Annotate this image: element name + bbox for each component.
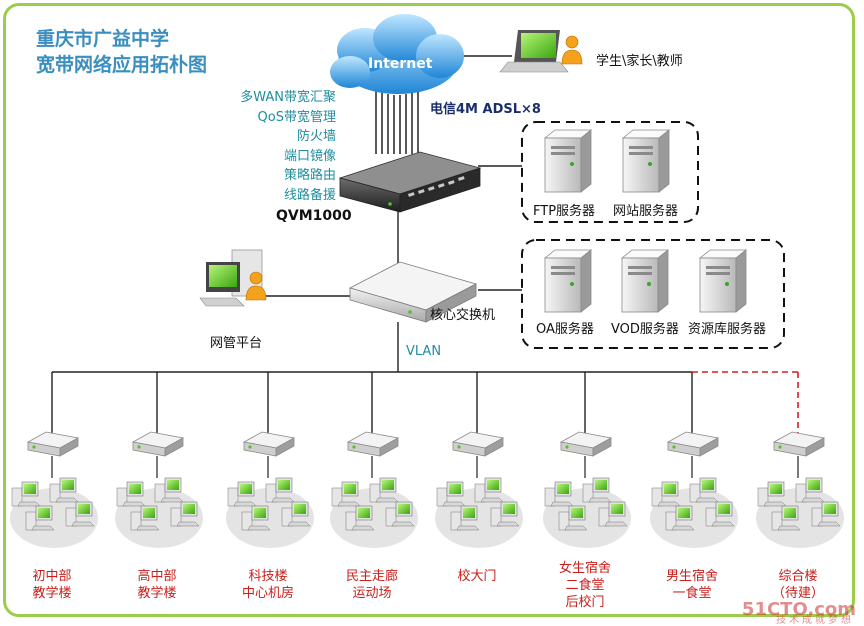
building-label-line: 中心机房 [241, 586, 294, 601]
access-switch-icon [27, 431, 79, 457]
pc-icon [11, 481, 41, 507]
building-cluster [435, 431, 523, 548]
pc-icon [689, 477, 719, 503]
pc-icon [474, 477, 504, 503]
watermark-slogan: 技术成就梦想 [776, 615, 854, 626]
building-label: 高中部教学楼 [112, 568, 202, 602]
admin-platform-label: 网管平台 [210, 336, 263, 351]
pc-icon [227, 481, 257, 507]
pc-icon [154, 477, 184, 503]
resource-server-label: 资源库服务器 [688, 322, 767, 337]
building-label: 女生宿舍二食堂后校门 [540, 560, 630, 611]
gateway-feature: 防火墙 [296, 129, 336, 144]
building-label: 综合楼 （待建） [753, 568, 843, 602]
gateway-name: QVM1000 [276, 208, 352, 224]
pc-icon [331, 481, 361, 507]
access-switch-icon [560, 431, 612, 457]
gateway-device-icon [338, 151, 482, 213]
building-label-line: 科技楼 [248, 569, 288, 584]
pc-icon [582, 477, 612, 503]
pc-icon [757, 481, 787, 507]
building-label-line: 男生宿舍 [665, 569, 718, 584]
building-label-line: 教学楼 [32, 586, 72, 601]
access-switch-icon [773, 431, 825, 457]
gateway-feature: 端口镜像 [283, 148, 336, 164]
building-label: 初中部教学楼 [7, 568, 97, 602]
building-cluster [115, 431, 203, 548]
diagram-frame [3, 3, 855, 617]
building-cluster [330, 431, 418, 548]
building-clusters [10, 431, 844, 548]
watermark-logo: 51CTO.com [741, 599, 856, 620]
building-label: 科技楼中心机房 [223, 568, 313, 602]
remote-user-icon [499, 30, 583, 73]
building-label-line: 后校门 [565, 595, 605, 610]
resource-server-icon [699, 249, 747, 313]
pc-icon [795, 477, 825, 503]
building-label-line: 一食堂 [672, 586, 712, 601]
building-label-line: 二食堂 [565, 578, 605, 593]
web-server-icon [622, 129, 670, 193]
core-switch-label: 核心交换机 [430, 308, 496, 323]
gateway-feature: QoS带宽管理 [257, 109, 336, 125]
users-label: 学生\家长\教师 [596, 54, 683, 69]
pc-icon [544, 481, 574, 507]
server-group-top [521, 121, 699, 223]
oa-server-icon [544, 249, 592, 313]
access-switch-icon [667, 431, 719, 457]
building-cluster [756, 431, 844, 548]
building-label: 男生宿舍一食堂 [647, 568, 737, 602]
ftp-server-icon [544, 129, 592, 193]
adsl-lines [375, 90, 419, 154]
building-cluster [650, 431, 738, 548]
internet-label: Internet [368, 56, 433, 72]
diagram-title-line1: 重庆市广益中学 [36, 28, 170, 50]
building-label: 民主走廊运动场 [327, 568, 417, 602]
building-label-line: 高中部 [137, 569, 177, 584]
internet-cloud-icon [330, 14, 464, 94]
ftp-server-label: FTP服务器 [533, 204, 596, 219]
pc-icon [265, 477, 295, 503]
building-label-line: （待建） [771, 586, 824, 601]
building-label-line: 教学楼 [137, 586, 177, 601]
connection-lines [51, 55, 693, 438]
building-cluster [10, 431, 98, 548]
vod-server-icon [621, 249, 669, 313]
vlan-label: VLAN [406, 344, 442, 359]
access-switch-icon [132, 431, 184, 457]
gateway-feature: 策略路由 [283, 168, 336, 183]
planned-link [692, 371, 799, 438]
building-label-line: 初中部 [32, 569, 72, 584]
building-cluster [543, 431, 631, 548]
building-label-line: 女生宿舍 [558, 561, 611, 576]
gateway-feature: 多WAN带宽汇聚 [240, 90, 336, 105]
building-label: 校大门 [432, 568, 522, 585]
pc-icon [116, 481, 146, 507]
vod-server-label: VOD服务器 [611, 322, 679, 337]
pc-icon [49, 477, 79, 503]
building-label-line: 民主走廊 [345, 569, 398, 584]
admin-workstation-icon [199, 249, 267, 307]
access-switch-icon [243, 431, 295, 457]
pc-icon [651, 481, 681, 507]
core-switch-icon [348, 261, 478, 323]
pc-icon [436, 481, 466, 507]
building-label-line: 运动场 [352, 586, 392, 601]
building-label-line: 校大门 [457, 569, 497, 584]
access-switch-icon [452, 431, 504, 457]
server-group-bottom [521, 239, 785, 349]
oa-server-label: OA服务器 [536, 322, 594, 337]
web-server-label: 网站服务器 [613, 204, 679, 219]
adsl-link-label: 电信4M ADSL×8 [430, 102, 541, 117]
gateway-feature: 线路备援 [283, 187, 336, 203]
access-switch-icon [347, 431, 399, 457]
building-cluster [226, 431, 314, 548]
building-label-line: 综合楼 [778, 569, 818, 584]
diagram-title-line2: 宽带网络应用拓朴图 [36, 54, 208, 76]
pc-icon [369, 477, 399, 503]
